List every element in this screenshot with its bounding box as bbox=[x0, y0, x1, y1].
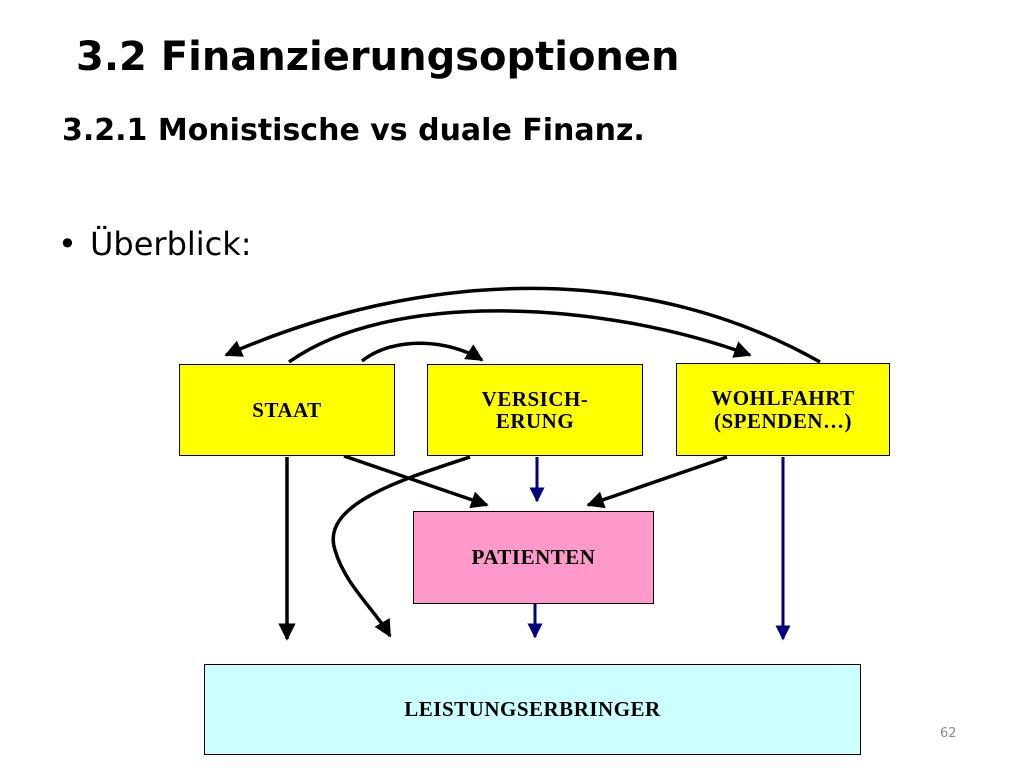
node-leistungserbringer: LEISTUNGSERBRINGER bbox=[204, 664, 861, 755]
arrow-wohlfahrt-to-patienten bbox=[586, 455, 728, 509]
node-versicherung-label-line1: VERSICH- bbox=[481, 386, 589, 411]
node-patienten: PATIENTEN bbox=[413, 511, 654, 604]
page-number: 62 bbox=[940, 726, 957, 741]
slide-title: 3.2 Finanzierungsoptionen bbox=[76, 34, 680, 80]
arrow-versicherung-to-leistungserbringer bbox=[331, 455, 471, 638]
bullet-item: • Überblick: bbox=[58, 225, 252, 263]
node-wohlfahrt-label-line1: WOHLFAHRT bbox=[711, 386, 855, 411]
arrow-wohlfahrt-to-staat bbox=[224, 286, 821, 364]
node-versicherung: VERSICH- ERUNG bbox=[427, 364, 643, 456]
node-wohlfahrt: WOHLFAHRT (SPENDEN…) bbox=[676, 363, 890, 456]
arrow-staat-to-versicherung bbox=[360, 341, 484, 363]
node-staat: STAAT bbox=[179, 364, 395, 456]
node-staat-label: STAAT bbox=[252, 397, 322, 422]
slide-subtitle: 3.2.1 Monistische vs duale Finanz. bbox=[62, 113, 645, 148]
node-versicherung-label-line2: ERUNG bbox=[495, 409, 575, 433]
bullet-text: Überblick: bbox=[90, 225, 252, 263]
bullet-dot-icon: • bbox=[58, 225, 77, 263]
arrow-staat-to-wohlfahrt bbox=[287, 309, 752, 364]
node-wohlfahrt-label-line2: (SPENDEN…) bbox=[713, 408, 852, 433]
node-patienten-label: PATIENTEN bbox=[471, 545, 596, 570]
node-leistungserbringer-label: LEISTUNGSERBRINGER bbox=[404, 697, 661, 722]
arrow-staat-to-patienten bbox=[343, 454, 489, 509]
